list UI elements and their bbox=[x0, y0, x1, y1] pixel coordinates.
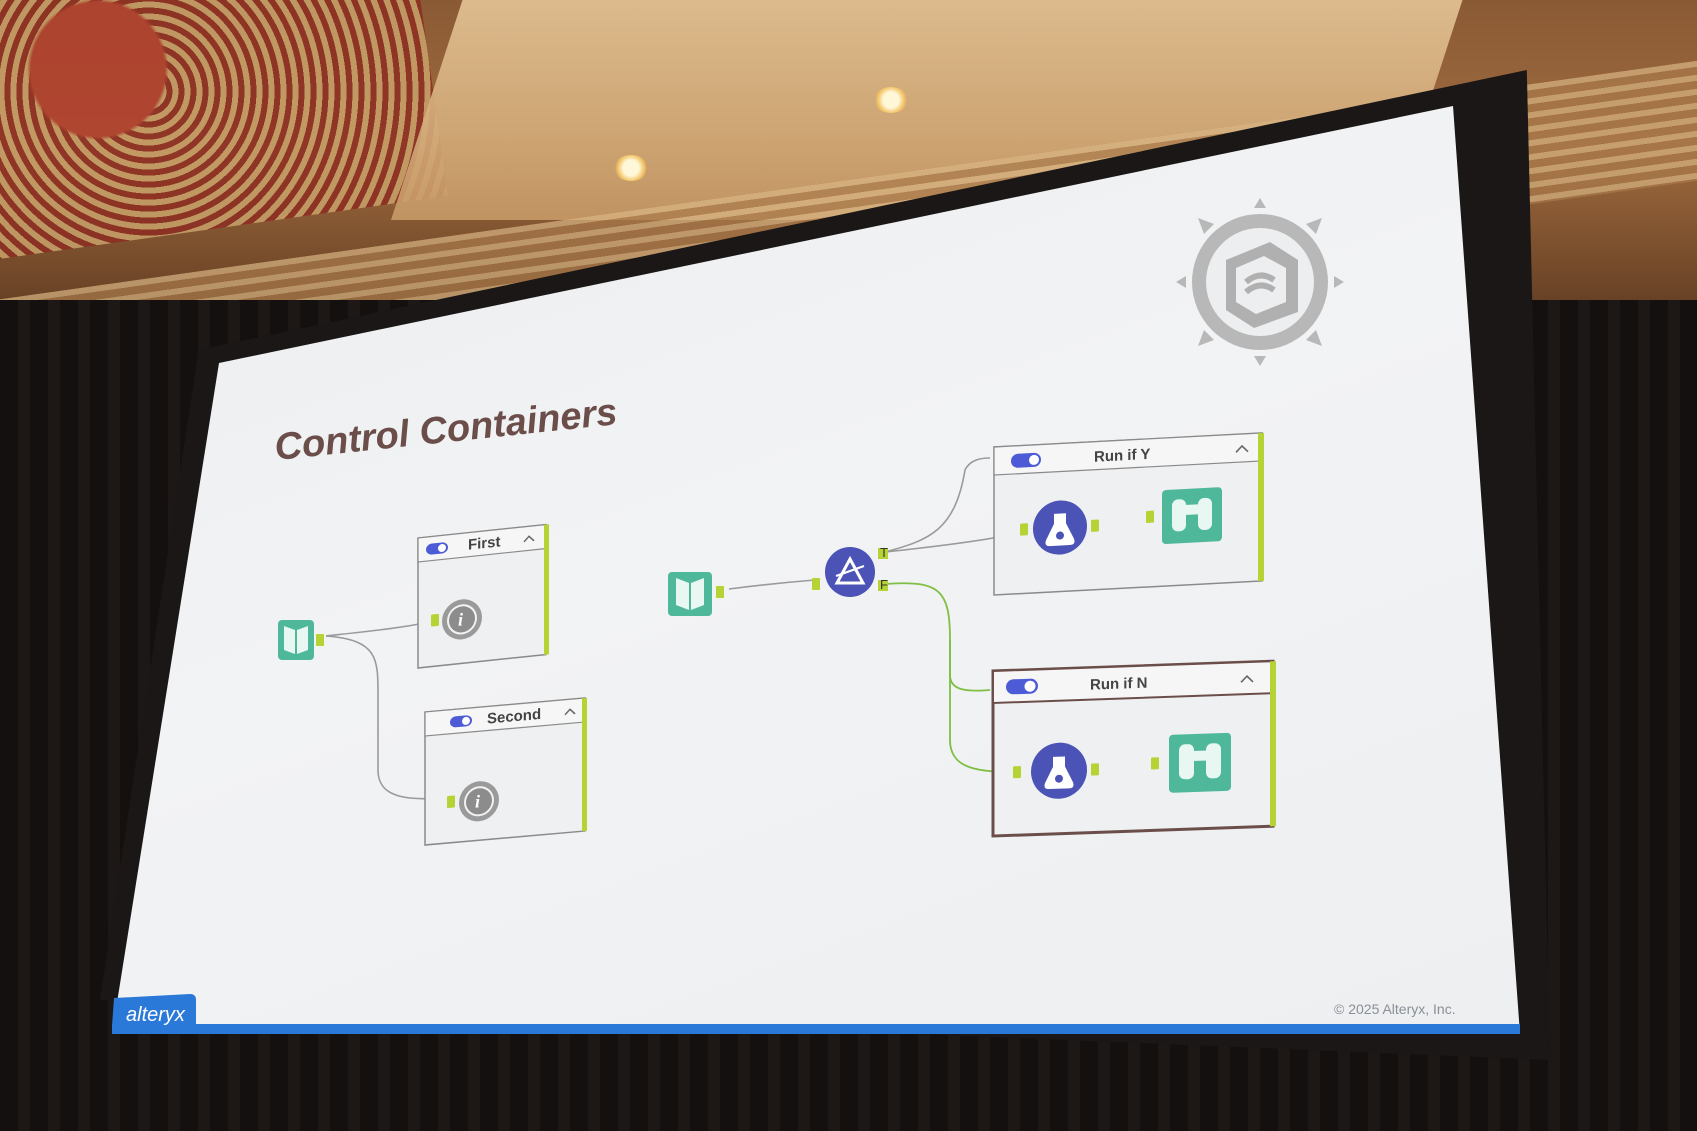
collapse-chevron-icon[interactable] bbox=[564, 708, 576, 716]
input-data-book-icon[interactable] bbox=[278, 620, 324, 660]
copyright-text: © 2025 Alteryx, Inc. bbox=[1334, 1001, 1456, 1017]
slide-title: Control Containers bbox=[273, 391, 620, 469]
false-anchor-label: F bbox=[880, 577, 888, 592]
container-title: Run if N bbox=[1090, 675, 1147, 694]
container-second[interactable]: Second i bbox=[424, 697, 587, 846]
true-anchor-label: T bbox=[880, 545, 888, 560]
ceiling-light bbox=[613, 155, 649, 181]
container-title: Run if Y bbox=[1094, 446, 1150, 466]
message-info-icon[interactable]: i bbox=[459, 780, 499, 823]
svg-text:i: i bbox=[458, 609, 463, 629]
message-info-icon[interactable]: i bbox=[442, 597, 482, 641]
container-first[interactable]: First i bbox=[417, 523, 549, 669]
formula-flask-icon[interactable] bbox=[1031, 741, 1099, 799]
collapse-chevron-icon[interactable] bbox=[1240, 674, 1254, 683]
container-run-if-y[interactable]: Run if Y bbox=[993, 432, 1264, 596]
footer-bar bbox=[112, 1024, 1520, 1034]
input-data-book-icon[interactable] bbox=[668, 572, 724, 616]
filter-triangle-icon[interactable]: T F bbox=[812, 545, 888, 597]
collapse-chevron-icon[interactable] bbox=[523, 535, 535, 543]
browse-binoculars-icon[interactable] bbox=[1169, 732, 1231, 793]
alteryx-logo: alteryx bbox=[126, 1004, 186, 1026]
ceiling-light bbox=[873, 87, 909, 113]
browse-binoculars-icon[interactable] bbox=[1162, 487, 1222, 544]
container-run-if-n[interactable]: Run if N bbox=[991, 659, 1276, 838]
svg-text:i: i bbox=[475, 791, 480, 811]
control-container-gear-icon bbox=[1176, 198, 1344, 366]
alteryx-logo-tab bbox=[112, 994, 196, 1026]
collapse-chevron-icon[interactable] bbox=[1235, 444, 1249, 453]
formula-flask-icon[interactable] bbox=[1033, 498, 1099, 555]
container-title: First bbox=[468, 533, 500, 553]
container-title: Second bbox=[487, 706, 541, 728]
